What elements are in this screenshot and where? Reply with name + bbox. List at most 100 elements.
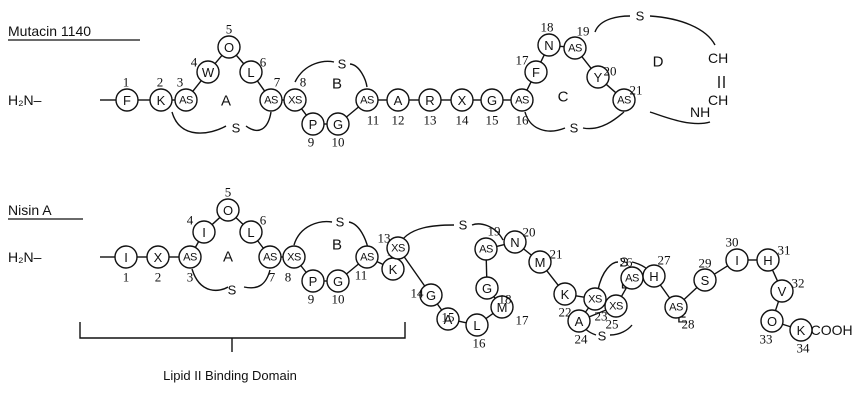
nisin-residue-number-33: 33 bbox=[760, 332, 773, 347]
lipid-ii-domain-label: Lipid II Binding Domain bbox=[163, 368, 297, 383]
nisin-residue-number-14: 14 bbox=[411, 286, 425, 301]
nisin-residue-16: L 16 bbox=[466, 314, 488, 351]
nisin-residue-number-13: 13 bbox=[378, 231, 391, 246]
mutacin-residue-number-9: 9 bbox=[308, 135, 315, 150]
mutacin-residue-letter-18: N bbox=[544, 38, 553, 53]
nisin-backbone-bond-13 bbox=[404, 257, 424, 286]
mutacin-residue-letter-20: Y bbox=[594, 70, 603, 85]
mutacin-residue-letter-4: W bbox=[202, 65, 215, 80]
nisin-residue-27: H27 bbox=[643, 253, 671, 288]
nisin-a-panel: Nisin A H₂N– S S S S S A B D E -COOH I1X… bbox=[8, 185, 853, 356]
nisin-residue-letter-22: K bbox=[561, 287, 570, 302]
nisin-residue-number-16: 16 bbox=[473, 336, 487, 351]
mutacin-residue-letter-7: AS bbox=[264, 95, 278, 107]
mutacin-sulfur-d: S bbox=[636, 9, 645, 24]
mutacin-residue-number-6: 6 bbox=[260, 55, 267, 70]
nisin-residue-number-28: 28 bbox=[682, 317, 695, 332]
mutacin-residue-letter-2: K bbox=[157, 93, 166, 108]
nisin-residue-letter-11: AS bbox=[360, 252, 374, 264]
mutacin-residue-number-15: 15 bbox=[486, 113, 499, 128]
nisin-residue-29: S29 bbox=[694, 256, 716, 292]
nisin-residue-letter-13: XS bbox=[391, 243, 405, 255]
mutacin-residue-letter-5: O bbox=[224, 40, 234, 55]
nisin-sulfur-c: S bbox=[459, 218, 468, 233]
nisin-sulfur-b: S bbox=[336, 215, 345, 230]
lipid-ii-domain-bracket: Lipid II Binding Domain bbox=[80, 322, 405, 383]
mutacin-residue-number-2: 2 bbox=[157, 75, 164, 90]
nisin-residue-30: I30 bbox=[726, 235, 749, 272]
nisin-residue-letter-33: O bbox=[767, 314, 777, 329]
mutacin-ring-c-label: C bbox=[558, 89, 569, 106]
mutacin-residue-9: P9 bbox=[302, 113, 324, 150]
nisin-residue-letter-34: K bbox=[797, 323, 806, 338]
mutacin-residue-number-8: 8 bbox=[300, 75, 307, 90]
nisin-residue-number-9: 9 bbox=[308, 292, 315, 307]
mutacin-ring-a-label: A bbox=[221, 93, 231, 110]
nisin-residue-letter-12: K bbox=[389, 262, 398, 277]
mutacin-ring-a-bridge bbox=[172, 112, 271, 133]
nisin-residue-number-4: 4 bbox=[187, 213, 194, 228]
nisin-backbone-bond-21 bbox=[547, 271, 558, 286]
mutacin-ch-lower: CH bbox=[708, 92, 728, 108]
mutacin-residue-8: XS 8 bbox=[284, 75, 306, 112]
nisin-backbone-bond-5 bbox=[236, 218, 243, 225]
nisin-residue-2: X2 bbox=[147, 246, 169, 285]
nisin-residue-33: O 33 bbox=[760, 310, 784, 347]
mutacin-residue-14: X14 bbox=[451, 89, 473, 128]
nisin-residue-number-15: 15 bbox=[442, 310, 455, 325]
nisin-backbone-bond-33 bbox=[783, 324, 791, 326]
mutacin-residue-17: F17 bbox=[516, 53, 548, 84]
mutacin-residue-6: L6 bbox=[240, 55, 267, 84]
nisin-ring-b-label: B bbox=[332, 237, 342, 254]
mutacin-residue-number-21: 21 bbox=[630, 83, 643, 98]
nisin-residue-letter-25: XS bbox=[609, 301, 623, 313]
mutacin-nh: NH bbox=[690, 104, 710, 120]
nisin-residue-number-17: 17 bbox=[516, 313, 530, 328]
nisin-residue-number-6: 6 bbox=[260, 213, 267, 228]
nisin-residue-25: XS 25 bbox=[605, 295, 627, 332]
mutacin-backbone-bond-20 bbox=[606, 84, 616, 92]
nisin-residue-letter-21: M bbox=[535, 255, 546, 270]
nisin-residue-number-5: 5 bbox=[225, 185, 232, 200]
mutacin-residue-letter-8: XS bbox=[288, 95, 302, 107]
nisin-residue-number-21: 21 bbox=[550, 247, 563, 262]
mutacin-backbone-bond-6 bbox=[257, 81, 264, 91]
domain-bracket-line bbox=[80, 322, 405, 338]
mutacin-backbone-bond-5 bbox=[236, 55, 243, 63]
nisin-backbone-bond-3 bbox=[195, 242, 198, 248]
nisin-residue-letter-4: I bbox=[202, 225, 206, 240]
nisin-residue-1: I1 bbox=[115, 246, 137, 285]
mutacin-ch-upper: CH bbox=[708, 50, 728, 66]
nisin-residue-letter-24: A bbox=[575, 314, 584, 329]
mutacin-residue-number-20: 20 bbox=[604, 64, 617, 79]
mutacin-residue-letter-10: G bbox=[333, 117, 343, 132]
nisin-residue-10: G10 bbox=[327, 270, 349, 307]
nisin-residue-number-1: 1 bbox=[123, 270, 130, 285]
nisin-backbone-bond-23 bbox=[585, 308, 588, 312]
mutacin-sulfur-a: S bbox=[232, 121, 241, 136]
nisin-residue-31: H31 bbox=[757, 243, 791, 272]
mutacin-backbone-bond-4 bbox=[215, 55, 222, 63]
mutacin-residue-letter-12: A bbox=[394, 93, 403, 108]
nisin-residue-3: AS3 bbox=[179, 246, 201, 285]
mutacin-residue-number-19: 19 bbox=[577, 24, 590, 39]
mutacin-residue-letter-16: AS bbox=[515, 95, 529, 107]
nisin-sulfur-a: S bbox=[228, 283, 237, 298]
nisin-residue-letter-26: AS bbox=[625, 273, 639, 285]
mutacin-residue-letter-9: P bbox=[309, 117, 318, 132]
mutacin-residue-18: N18 bbox=[538, 20, 560, 57]
nisin-residue-number-3: 3 bbox=[187, 270, 194, 285]
nisin-residue-number-25: 25 bbox=[606, 317, 619, 332]
mutacin-residue-number-3: 3 bbox=[177, 75, 184, 90]
nisin-residue-number-30: 30 bbox=[726, 235, 739, 250]
mutacin-residue-2: K2 bbox=[150, 75, 172, 112]
nisin-residue-6: L6 bbox=[240, 213, 267, 244]
mutacin-sulfur-c: S bbox=[570, 121, 579, 136]
mutacin-residue-letter-1: F bbox=[123, 93, 131, 108]
nisin-residue-letter-16: L bbox=[473, 318, 480, 333]
mutacin-residue-letter-3: AS bbox=[179, 95, 193, 107]
nisin-residue-number-7: 7 bbox=[269, 270, 276, 285]
